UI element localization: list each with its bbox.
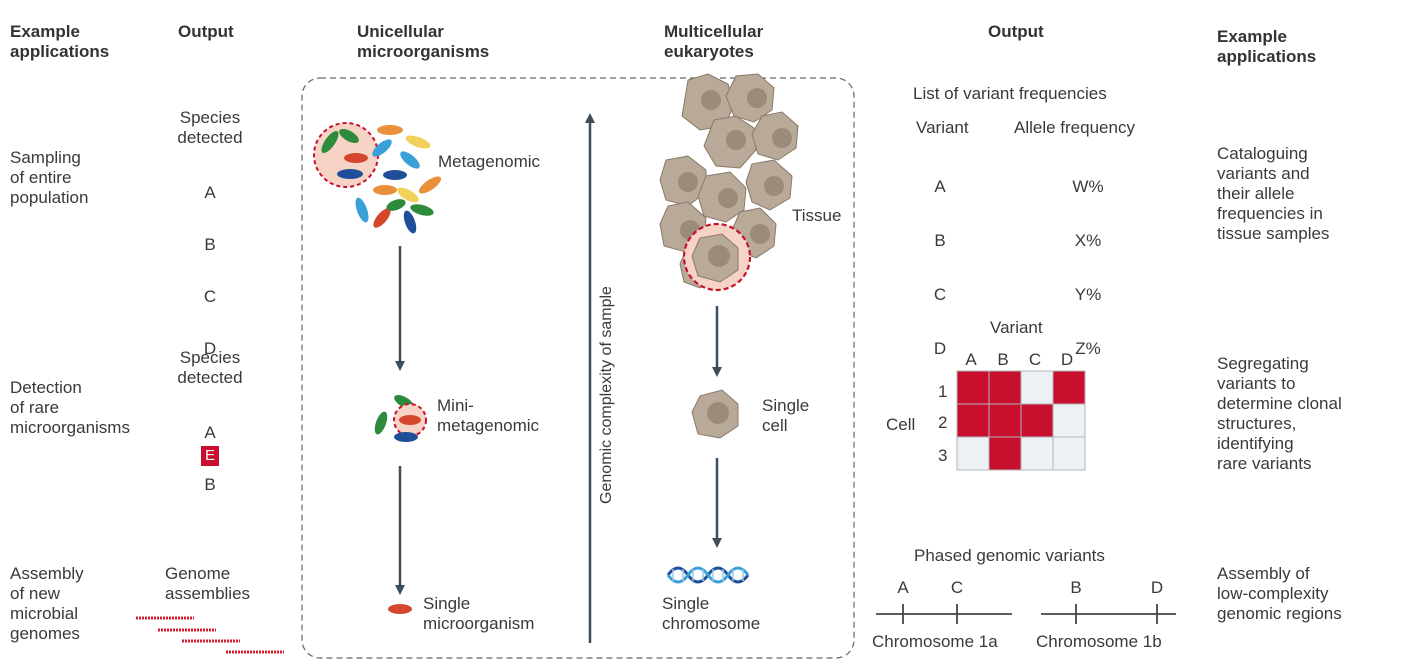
matrix-row-label: 3 — [938, 446, 948, 465]
variant-row-freq: Y% — [1074, 285, 1102, 304]
variant-row-freq: X% — [1074, 231, 1102, 250]
matrix-col-label: B — [997, 350, 1009, 369]
variant-list-variants: A B C D — [925, 146, 955, 389]
variant-list-title: List of variant frequencies — [913, 84, 1107, 103]
matrix-title: Variant — [990, 318, 1043, 337]
application-assembly: Assembly of new microbial genomes — [10, 564, 84, 643]
matrix-col-label: D — [1060, 350, 1074, 369]
matrix-row-label: 2 — [938, 413, 948, 432]
application-cataloguing: Cataloguing variants and their allele fr… — [1217, 144, 1330, 243]
genome-assembly-fragments — [136, 616, 284, 654]
rare-species-badge: E — [201, 446, 219, 466]
matrix-cell — [1052, 403, 1086, 438]
matrix-cell — [956, 436, 990, 471]
minimetagenomic-icon — [374, 395, 427, 442]
species-detected-title-2: Species detected — [177, 348, 243, 387]
matrix-cell — [1020, 436, 1054, 471]
phased-title: Phased genomic variants — [914, 546, 1105, 565]
matrix-cell — [988, 403, 1022, 438]
single-microorganism-label: Single microorganism — [423, 594, 535, 633]
species-item: B — [204, 235, 216, 254]
application-sampling: Sampling of entire population — [10, 148, 89, 207]
single-microorganism-icon — [388, 604, 412, 614]
right-example-applications-heading: Example applications — [1217, 27, 1317, 66]
allele-freq-col-header: Allele frequency — [1014, 118, 1135, 137]
tissue-nuclei — [678, 88, 792, 244]
left-example-applications-heading: Example applications — [10, 22, 110, 61]
phased-variant-label: B — [1070, 578, 1082, 597]
single-cell-icon — [691, 389, 739, 439]
highlighted-cell — [682, 222, 752, 292]
matrix-cell — [956, 370, 990, 405]
matrix-cell — [988, 436, 1022, 471]
species-detected-title-1: Species detected — [177, 108, 243, 147]
phased-variant-label: C — [950, 578, 964, 597]
variant-list-freqs: W% X% Y% Z% — [1058, 146, 1118, 389]
metagenomic-cluster-icon — [313, 122, 442, 234]
matrix-cell — [1052, 370, 1086, 405]
genome-assemblies-title: Genome assemblies — [165, 564, 251, 603]
matrix-col-label: A — [965, 350, 977, 369]
single-cell-label: Single cell — [762, 396, 810, 435]
matrix-cell — [1052, 436, 1086, 471]
phased-variant-label: A — [897, 578, 909, 597]
species-item: C — [203, 287, 217, 306]
species-item: B — [204, 475, 216, 494]
species-item: A — [204, 183, 216, 202]
chromosome-1a-label: Chromosome 1a — [872, 632, 998, 651]
right-output-heading: Output — [988, 22, 1044, 41]
unicellular-heading: Unicellular microorganisms — [357, 22, 490, 61]
species-list-2: A B — [160, 394, 260, 524]
chromosome-1b-label: Chromosome 1b — [1036, 632, 1162, 651]
left-output-heading: Output — [178, 22, 234, 41]
sample-dashed-box — [301, 77, 855, 659]
application-detection: Detection of rare microorganisms — [10, 378, 130, 437]
matrix-cell — [1020, 403, 1054, 438]
matrix-col-label: C — [1028, 350, 1042, 369]
variant-row-freq: Z% — [1075, 339, 1101, 358]
variant-row-variant: B — [934, 231, 946, 250]
tissue-label: Tissue — [792, 206, 842, 225]
metagenomic-label: Metagenomic — [438, 152, 541, 171]
minimetagenomic-label: Mini- metagenomic — [437, 396, 540, 435]
variant-row-variant: C — [933, 285, 947, 304]
phased-variant-label: D — [1150, 578, 1164, 597]
matrix-cell — [956, 403, 990, 438]
genomic-complexity-axis-label: Genomic complexity of sample — [598, 286, 615, 504]
application-low-complexity: Assembly of low-complexity genomic regio… — [1217, 564, 1342, 623]
species-item: D — [203, 339, 217, 358]
variant-row-variant: A — [934, 177, 946, 196]
multicellular-heading: Multicellular eukaryotes — [664, 22, 764, 61]
species-list-1: A B C D — [160, 154, 260, 388]
matrix-cell — [988, 370, 1022, 405]
matrix-cell-axis-label: Cell — [886, 415, 916, 434]
variant-row-variant: D — [933, 339, 947, 358]
single-chromosome-label: Single chromosome — [662, 594, 761, 633]
dna-helix-icon — [666, 566, 750, 584]
species-item: A — [204, 423, 216, 442]
matrix-cell — [1020, 370, 1054, 405]
variant-cell-matrix — [956, 370, 1086, 471]
matrix-row-label: 1 — [938, 382, 948, 401]
application-segregating: Segregating variants to determine clonal… — [1217, 354, 1342, 473]
variant-row-freq: W% — [1072, 177, 1104, 196]
variant-col-header: Variant — [916, 118, 969, 137]
phased-chromosomes — [876, 604, 1176, 624]
